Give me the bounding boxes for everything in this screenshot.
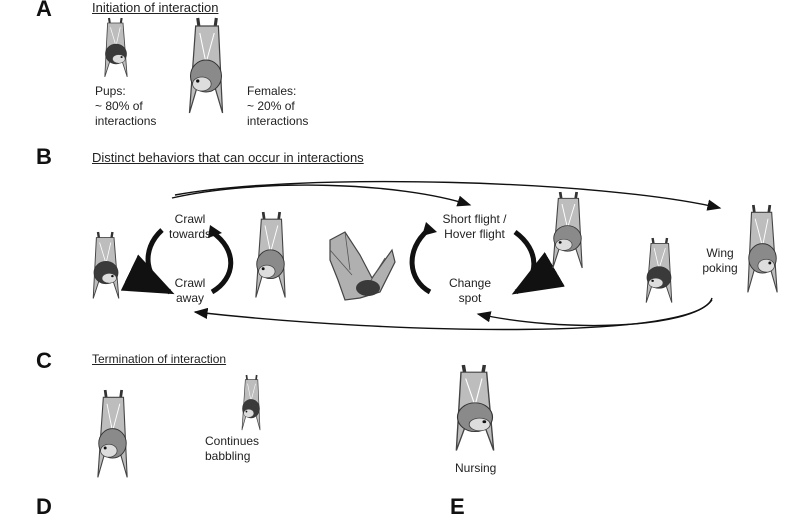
female-bat-poking bbox=[747, 204, 778, 293]
panel-label-e: E bbox=[450, 494, 465, 519]
panel-label-b: B bbox=[36, 144, 52, 169]
pups-line: interactions bbox=[95, 114, 157, 128]
label-line: Wing bbox=[706, 246, 734, 260]
pup-bat-poking bbox=[645, 237, 673, 303]
panel-c-title: Termination of interaction bbox=[92, 352, 227, 366]
label-line: Continues bbox=[205, 434, 260, 448]
cycle-arrow-crawl-right bbox=[210, 229, 234, 295]
label-line: Change bbox=[448, 276, 492, 290]
pups-line: Pups: bbox=[95, 84, 126, 98]
cycle-arrow-crawl-left bbox=[120, 228, 175, 295]
cycle-arrow-flight-left-head bbox=[422, 222, 437, 236]
change-spot-label: Change spot bbox=[445, 276, 495, 306]
arrow-top-to-short-flight bbox=[171, 184, 472, 207]
pup-bat-left bbox=[92, 231, 120, 299]
females-line: Females: bbox=[247, 84, 297, 98]
female-bat-termination bbox=[97, 389, 128, 478]
pup-bat-babbling bbox=[241, 374, 261, 431]
wing-poking-label: Wing poking bbox=[695, 246, 745, 276]
panel-label-d: D bbox=[36, 494, 52, 519]
female-bat bbox=[188, 17, 224, 114]
arrow-top-to-wing-poking bbox=[174, 180, 722, 211]
female-bat-flight bbox=[552, 191, 583, 269]
label-line: Crawl bbox=[174, 276, 206, 290]
flying-bat bbox=[329, 231, 396, 301]
arrows bbox=[120, 180, 722, 331]
short-flight-label: Short flight / Hover flight bbox=[432, 212, 517, 242]
label-line: spot bbox=[458, 291, 482, 305]
panel-label-c: C bbox=[36, 348, 52, 373]
label-line: towards bbox=[168, 227, 212, 241]
females-line: ~ 20% of bbox=[247, 99, 295, 113]
nursing-caption: Nursing bbox=[455, 461, 497, 475]
bat-illustrations bbox=[92, 17, 778, 478]
cycle-arrow-flight-left bbox=[409, 228, 432, 295]
cycle-arrow-flight-right bbox=[511, 229, 565, 295]
label-line: Crawl bbox=[174, 212, 206, 226]
panel-b-title: Distinct behaviors that can occur in int… bbox=[92, 150, 364, 165]
label-line: Short flight / bbox=[442, 212, 507, 226]
pups-line: ~ 80% of bbox=[95, 99, 143, 113]
crawl-away-label: Crawl away bbox=[165, 276, 215, 306]
label-line: Hover flight bbox=[444, 227, 505, 241]
female-bat-crawl bbox=[255, 211, 286, 298]
babbling-caption: Continues babbling bbox=[205, 434, 259, 464]
crawl-towards-label: Crawl towards bbox=[160, 212, 220, 242]
panel-a-title: Initiation of interaction bbox=[92, 0, 219, 15]
females-caption: Females: ~ 20% of interactions bbox=[247, 84, 308, 129]
label-line: babbling bbox=[205, 449, 251, 463]
female-bat-nursing bbox=[455, 364, 495, 451]
label-line: away bbox=[175, 291, 204, 305]
arrow-bottom-to-change-spot bbox=[476, 299, 713, 327]
label-line: poking bbox=[702, 261, 738, 275]
cycle-arrow-crawl-right-head bbox=[208, 225, 222, 238]
females-line: interactions bbox=[247, 114, 309, 128]
pup-bat bbox=[104, 17, 128, 78]
panel-label-a: A bbox=[36, 0, 52, 21]
pups-caption: Pups: ~ 80% of interactions bbox=[95, 84, 156, 129]
